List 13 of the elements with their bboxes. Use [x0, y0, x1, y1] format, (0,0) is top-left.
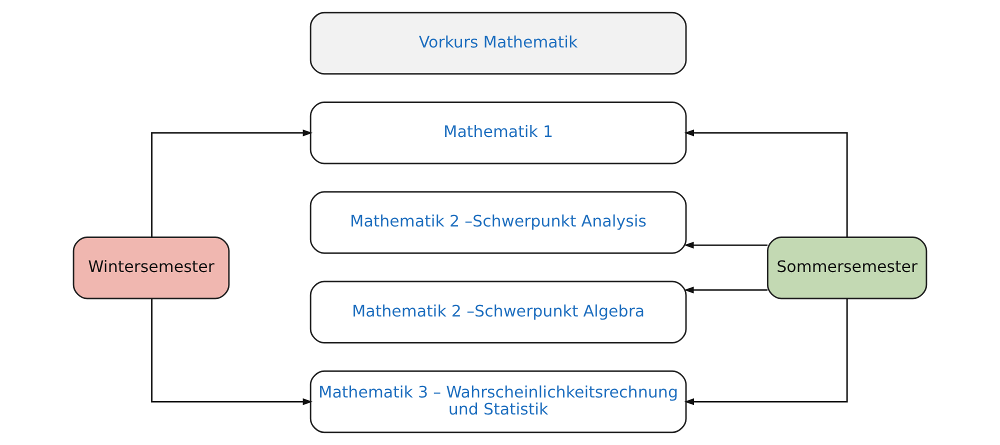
- node-box: Mathematik 1: [310, 102, 687, 164]
- node-box: Wintersemester: [72, 236, 230, 300]
- node-box: Sommersemester: [766, 236, 928, 300]
- node-box: Mathematik 3 – Wahrscheinlichkeitsrechnung und Statistik: [310, 370, 687, 434]
- node-box: Mathematik 2 –Schwerpunkt Algebra: [310, 280, 687, 344]
- arrow: [684, 286, 768, 294]
- arrow: [684, 298, 848, 406]
- arrow: [684, 242, 768, 249]
- node-box: Vorkurs Mathematik: [310, 12, 687, 75]
- arrow: [151, 298, 313, 406]
- arrow: [151, 129, 313, 238]
- node-box: Mathematik 2 –Schwerpunkt Analysis: [310, 191, 687, 254]
- arrow: [684, 129, 848, 238]
